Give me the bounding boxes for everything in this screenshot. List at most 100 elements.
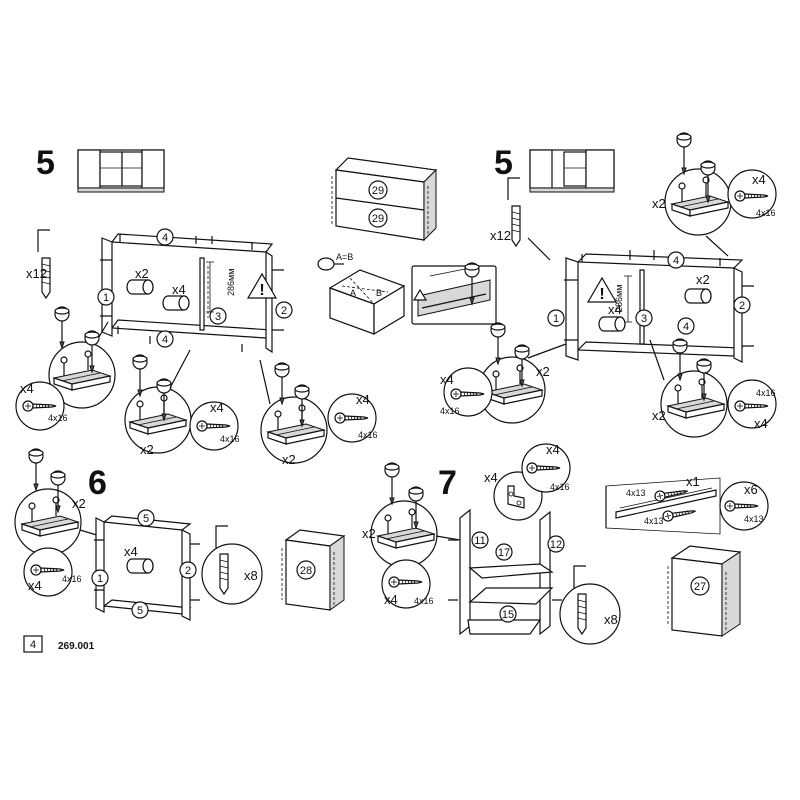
side-panel-27: 27: [667, 545, 742, 637]
svg-text:29: 29: [372, 213, 384, 225]
cabinet-frame: [564, 250, 754, 363]
hexkey-group: x12: [490, 177, 521, 247]
part-1: 1: [91, 569, 109, 587]
dowel-x4: x4: [124, 544, 154, 574]
svg-text:4: 4: [683, 321, 689, 333]
part-27: 27: [694, 581, 706, 593]
svg-text:4x13: 4x13: [626, 488, 646, 498]
screw-callout: x4 4x16: [23, 547, 82, 597]
svg-text:x4: x4: [754, 416, 768, 431]
warning-icon: [412, 288, 428, 301]
step-number: 5: [494, 144, 513, 182]
svg-text:12: 12: [550, 539, 562, 551]
hexkey-callout: x8: [559, 565, 621, 645]
step-6: 6 x2 x4 4x16 5 5: [14, 448, 263, 621]
svg-text:5: 5: [143, 513, 149, 525]
hinge-callout-right: x2: [259, 359, 328, 467]
drawer-fronts: 29 29: [331, 157, 438, 242]
svg-text:1: 1: [103, 292, 109, 304]
screw-callout-left: x4 4x16: [15, 381, 68, 431]
svg-text:x4: x4: [20, 381, 34, 396]
svg-text:4x16: 4x16: [440, 406, 460, 416]
svg-text:x4: x4: [384, 592, 398, 607]
screw-callout-top: x4 4x16: [727, 169, 777, 219]
svg-text:4: 4: [162, 334, 168, 346]
svg-text:11: 11: [474, 535, 485, 547]
step-number: 6: [88, 464, 107, 502]
svg-text:2: 2: [185, 565, 191, 577]
drawer-runner-kit: x1 4x13 4x13 x6 4x13: [605, 474, 769, 535]
svg-text:4x16: 4x16: [550, 482, 570, 492]
drawer-box: A B A=B: [317, 252, 406, 336]
step-5-left: 5 x12 4: [15, 144, 378, 467]
svg-text:4x16: 4x16: [756, 208, 776, 218]
svg-text:x2: x2: [362, 526, 376, 541]
part-2: 2: [275, 301, 293, 319]
part-4-bottom: 4: [156, 330, 174, 348]
hinge-callout-left: [48, 306, 116, 409]
svg-text:x4: x4: [546, 442, 560, 457]
svg-text:4: 4: [162, 232, 168, 244]
svg-text:286мм: 286мм: [226, 269, 236, 296]
svg-text:4x16: 4x16: [62, 574, 82, 584]
part-4-bottom: 4: [677, 317, 695, 335]
warning-icon: !: [586, 276, 618, 303]
svg-text:5: 5: [137, 605, 143, 617]
dowel-x2: x2: [126, 266, 154, 295]
part-4-top: 4: [156, 228, 174, 246]
svg-text:!: !: [259, 282, 264, 299]
hexkey-callout: x8: [201, 525, 263, 605]
svg-text:x8: x8: [244, 568, 258, 583]
step-number: 5: [36, 144, 55, 182]
svg-text:x4: x4: [440, 372, 454, 387]
svg-text:3: 3: [641, 313, 647, 325]
svg-text:!: !: [599, 286, 604, 303]
quantity-label: x12: [26, 266, 47, 281]
svg-text:x2: x2: [282, 452, 296, 467]
svg-text:A: A: [350, 288, 356, 298]
svg-text:4x16: 4x16: [48, 413, 68, 423]
svg-text:4x13: 4x13: [644, 516, 664, 526]
svg-text:x2: x2: [696, 272, 710, 287]
svg-text:1: 1: [553, 313, 559, 325]
svg-text:B: B: [376, 288, 382, 298]
screw-callout: x4 4x16: [381, 559, 434, 609]
svg-text:x4: x4: [608, 302, 622, 317]
svg-text:x1: x1: [686, 474, 700, 489]
part-29-upper: 29: [368, 180, 388, 200]
svg-text:x2: x2: [652, 196, 666, 211]
svg-text:4x16: 4x16: [414, 596, 434, 606]
svg-text:3: 3: [215, 311, 221, 323]
svg-text:x4: x4: [210, 400, 224, 415]
screw-callout-right: 4x16 x4: [727, 379, 777, 431]
svg-text:x2: x2: [140, 442, 154, 457]
svg-text:x8: x8: [604, 612, 618, 627]
svg-text:x4: x4: [172, 282, 186, 297]
hinge-callout-left: x2: [478, 322, 567, 424]
svg-text:17: 17: [498, 547, 510, 559]
svg-text:286мм: 286мм: [614, 285, 624, 312]
part-5-bottom: 5: [131, 601, 149, 619]
model-code: 269.001: [58, 641, 95, 652]
part-2: 2: [733, 296, 751, 314]
part-12: 12: [547, 535, 565, 553]
part-3: 3: [209, 307, 227, 325]
svg-text:4x16: 4x16: [756, 388, 776, 398]
screw-callout-top: x4 4x16: [521, 442, 571, 493]
svg-text:4x16: 4x16: [358, 430, 378, 440]
cabinet-frame: [100, 233, 284, 354]
side-panel-28: 28: [281, 529, 346, 611]
part-3: 3: [635, 309, 653, 327]
svg-text:x4: x4: [28, 578, 42, 593]
warning-icon: !: [246, 272, 278, 299]
cabinet-frame: [448, 508, 562, 636]
part-29-lower: 29: [368, 208, 388, 228]
step-7: 7 x2 x4 4x16 x4 x4 4x16: [362, 442, 621, 645]
svg-text:x2: x2: [72, 496, 86, 511]
svg-text:x4: x4: [124, 544, 138, 559]
hinge-callout-right: x2: [649, 338, 728, 438]
svg-text:2: 2: [739, 300, 745, 312]
svg-text:x2: x2: [652, 408, 666, 423]
screw-callout-left: x4 4x16: [440, 367, 493, 417]
